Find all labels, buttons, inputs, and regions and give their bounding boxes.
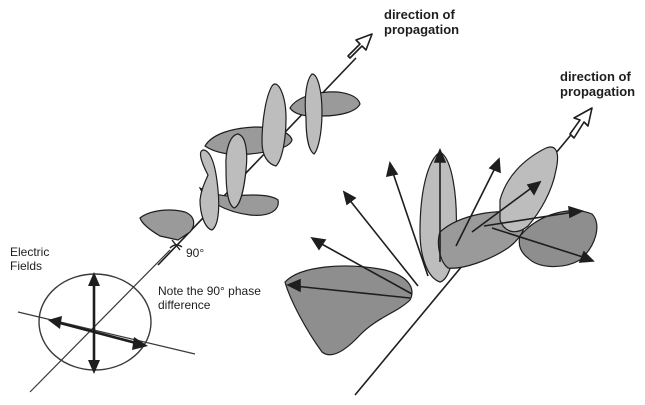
propagation-arrow-right-icon xyxy=(570,108,592,138)
field-vector-down-arrowhead xyxy=(88,360,100,374)
field-vector-3-arrowhead xyxy=(344,192,355,204)
field-vector-horizontal xyxy=(60,323,136,343)
wave-a-lobe-1 xyxy=(140,210,194,240)
angle-label: 90° xyxy=(186,247,204,261)
field-vector-4-arrowhead xyxy=(387,163,397,176)
direction-of-propagation-label-top: direction of propagation xyxy=(384,8,514,38)
direction-of-propagation-label-right: direction of propagation xyxy=(560,70,642,100)
field-diagonal-2 xyxy=(18,312,195,354)
propagation-arrow-left-icon xyxy=(348,34,372,58)
field-vector-6-arrowhead xyxy=(490,159,500,172)
field-vector-2-arrowhead xyxy=(312,238,325,249)
wave-a-lobe-4 xyxy=(290,92,360,116)
wave-b-lobe-1 xyxy=(200,150,219,230)
wave-pair-left xyxy=(140,34,372,265)
wave-right-lobe-dark-left xyxy=(285,266,412,355)
phase-note-label: Note the 90° phase difference xyxy=(158,285,278,313)
wave-b-lobe-3 xyxy=(262,84,286,166)
wave-b-lobe-4 xyxy=(305,74,322,154)
wave-right xyxy=(285,108,597,395)
electric-fields-label: Electric Fields xyxy=(10,246,70,274)
field-vector-left-arrowhead xyxy=(48,316,62,329)
